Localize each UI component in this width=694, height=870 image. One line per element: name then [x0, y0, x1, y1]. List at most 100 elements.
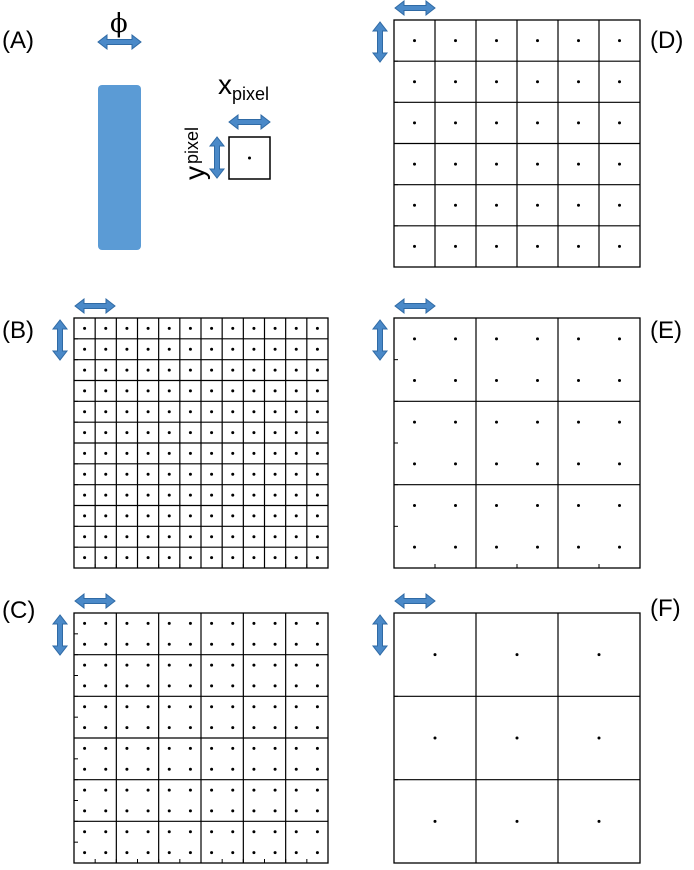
sample-point	[577, 337, 580, 341]
sample-point	[167, 788, 171, 792]
sample-point	[577, 420, 580, 424]
sample-point	[188, 389, 192, 393]
sample-point	[210, 788, 214, 792]
sample-point	[104, 851, 108, 855]
sample-point	[104, 767, 108, 771]
sample-point	[104, 726, 108, 730]
sample-point	[454, 162, 457, 166]
sample-point	[104, 642, 108, 646]
sample-point	[210, 410, 214, 414]
sample-point	[125, 493, 129, 497]
sample-point	[83, 493, 87, 497]
sample-point	[577, 203, 580, 207]
sample-point	[273, 556, 277, 560]
sample-point	[273, 410, 277, 414]
sample-point	[294, 368, 298, 372]
sample-point	[495, 545, 498, 549]
sample-point	[104, 830, 108, 834]
sample-point	[83, 514, 87, 518]
sample-point	[167, 451, 171, 455]
sample-point	[294, 431, 298, 435]
sample-point	[273, 788, 277, 792]
sample-point	[294, 389, 298, 393]
sample-point	[536, 504, 539, 507]
sample-point	[146, 746, 150, 750]
sample-point	[252, 788, 256, 792]
sample-point	[315, 368, 319, 372]
sample-point	[167, 809, 171, 813]
sample-point	[294, 535, 298, 539]
panel-b-y-arrow	[51, 319, 69, 361]
sample-point	[252, 451, 256, 455]
sample-point	[104, 535, 108, 539]
sample-point	[495, 462, 498, 466]
sample-point	[231, 493, 235, 497]
sample-point	[125, 389, 129, 393]
sample-point	[294, 830, 298, 834]
sample-point	[210, 347, 214, 351]
sample-point	[252, 767, 256, 771]
sample-point	[413, 121, 416, 125]
sample-point	[618, 80, 621, 84]
sample-point	[618, 462, 621, 466]
sample-point	[125, 368, 129, 372]
sample-point	[294, 472, 298, 476]
sample-point	[210, 809, 214, 813]
sample-point	[315, 451, 319, 455]
sample-point	[252, 851, 256, 855]
sample-point	[618, 379, 621, 382]
sample-point	[83, 451, 87, 455]
sample-point	[146, 347, 150, 351]
sample-point	[210, 389, 214, 393]
sample-point	[104, 493, 108, 497]
sample-point	[315, 830, 319, 834]
panel-b-label: (B)	[2, 317, 34, 344]
sample-point	[188, 705, 192, 709]
sample-point	[125, 472, 129, 476]
sample-point	[273, 621, 277, 625]
sample-point	[167, 410, 171, 414]
sample-point	[146, 809, 150, 813]
sample-point	[252, 472, 256, 476]
sample-point	[273, 472, 277, 476]
sample-point	[167, 851, 171, 855]
sample-point	[413, 504, 416, 507]
panel-e-label: (E)	[650, 317, 682, 344]
panel-e: (E)	[371, 297, 682, 569]
sample-point	[252, 347, 256, 351]
sample-point	[83, 726, 87, 730]
sample-point	[167, 621, 171, 625]
sample-point	[454, 462, 457, 466]
sample-point	[252, 326, 256, 330]
sample-point	[231, 556, 235, 560]
sample-point	[273, 851, 277, 855]
sample-point	[536, 379, 539, 382]
sample-point	[413, 203, 416, 207]
phi-arrow-shape	[97, 33, 142, 51]
sample-point	[231, 809, 235, 813]
sample-point	[315, 326, 319, 330]
sample-point	[167, 347, 171, 351]
sample-point	[597, 736, 601, 740]
sample-point	[252, 493, 256, 497]
sample-point	[83, 389, 87, 393]
sample-point	[536, 121, 539, 125]
sample-point	[167, 726, 171, 730]
sample-point	[315, 767, 319, 771]
sample-point	[231, 705, 235, 709]
sample-point	[294, 684, 298, 688]
sample-point	[104, 621, 108, 625]
sample-point	[294, 851, 298, 855]
sample-point	[597, 653, 601, 657]
sample-point	[273, 389, 277, 393]
sample-point	[167, 556, 171, 560]
sample-point	[252, 726, 256, 730]
sample-point	[125, 809, 129, 813]
sample-point	[515, 653, 519, 657]
sample-point	[577, 39, 580, 43]
sample-point	[231, 746, 235, 750]
sample-point	[315, 788, 319, 792]
sample-point	[146, 431, 150, 435]
sample-point	[536, 203, 539, 207]
sample-point	[83, 556, 87, 560]
